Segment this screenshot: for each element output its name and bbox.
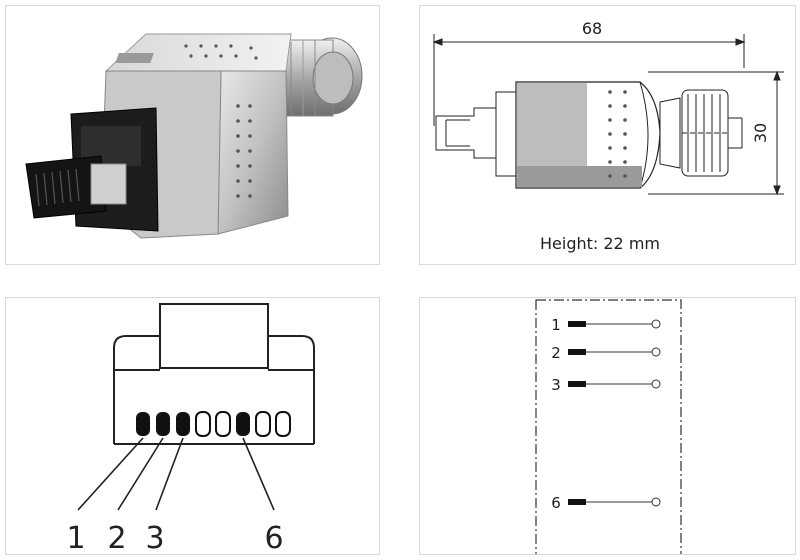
schematic-label-2: 2: [551, 344, 561, 362]
product-photo-panel: [5, 5, 380, 265]
schematic-panel: 1 2 3 6: [419, 297, 796, 555]
cable-gland: [280, 37, 363, 117]
pin-label-3: 3: [145, 521, 164, 554]
pin-layout-diagram: 1 2 3 6: [66, 303, 315, 554]
pin-label-1: 1: [66, 521, 85, 554]
connector-illustration: [25, 33, 363, 239]
dimension-drawing: 68 30 Height: 22 mm: [432, 19, 784, 253]
contact-1: [136, 412, 150, 436]
contact-row: [136, 411, 291, 437]
contact-6: [236, 412, 250, 436]
housing-side: [217, 70, 289, 235]
schematic-label-6: 6: [551, 494, 561, 512]
contact-5: [215, 411, 231, 437]
plug-latch-outline: [159, 303, 269, 369]
pin-leader-lines: [77, 437, 275, 511]
height-note: Height: 22 mm: [540, 234, 660, 253]
pin-layout-panel: 1 2 3 6: [5, 297, 380, 555]
contact-2: [156, 412, 170, 436]
length-label: 68: [582, 19, 602, 38]
contact-7: [255, 411, 271, 437]
plug-tip-outline: [435, 107, 497, 159]
housing-top: [104, 33, 292, 72]
rj45-plug: [25, 155, 107, 219]
gland-nut-outline: [681, 89, 729, 177]
schematic-pin-6: 6: [551, 494, 661, 512]
schematic-pin-2: 2: [551, 344, 661, 362]
dimension-drawing-panel: 68 30 Height: 22 mm: [419, 5, 796, 265]
diameter-label: 30: [751, 123, 770, 143]
pin-label-6: 6: [264, 521, 283, 554]
schematic-pin-1: 1: [551, 316, 661, 334]
logo-plate: [115, 53, 154, 63]
schematic-label-1: 1: [551, 316, 561, 334]
schematic-pin-3: 3: [551, 376, 661, 394]
contact-4: [195, 411, 211, 437]
vent-dots-side: [236, 104, 252, 198]
pin-label-2: 2: [107, 521, 126, 554]
plug-shield: [90, 163, 127, 205]
body-vent-dots: [608, 90, 627, 178]
contact-8: [275, 411, 291, 437]
contact-3: [176, 412, 190, 436]
connector-boundary: [535, 299, 682, 554]
vent-dots-top: [184, 44, 258, 60]
schematic-diagram: 1 2 3 6: [535, 299, 682, 554]
plug-contacts: [35, 168, 80, 207]
schematic-label-3: 3: [551, 376, 561, 394]
